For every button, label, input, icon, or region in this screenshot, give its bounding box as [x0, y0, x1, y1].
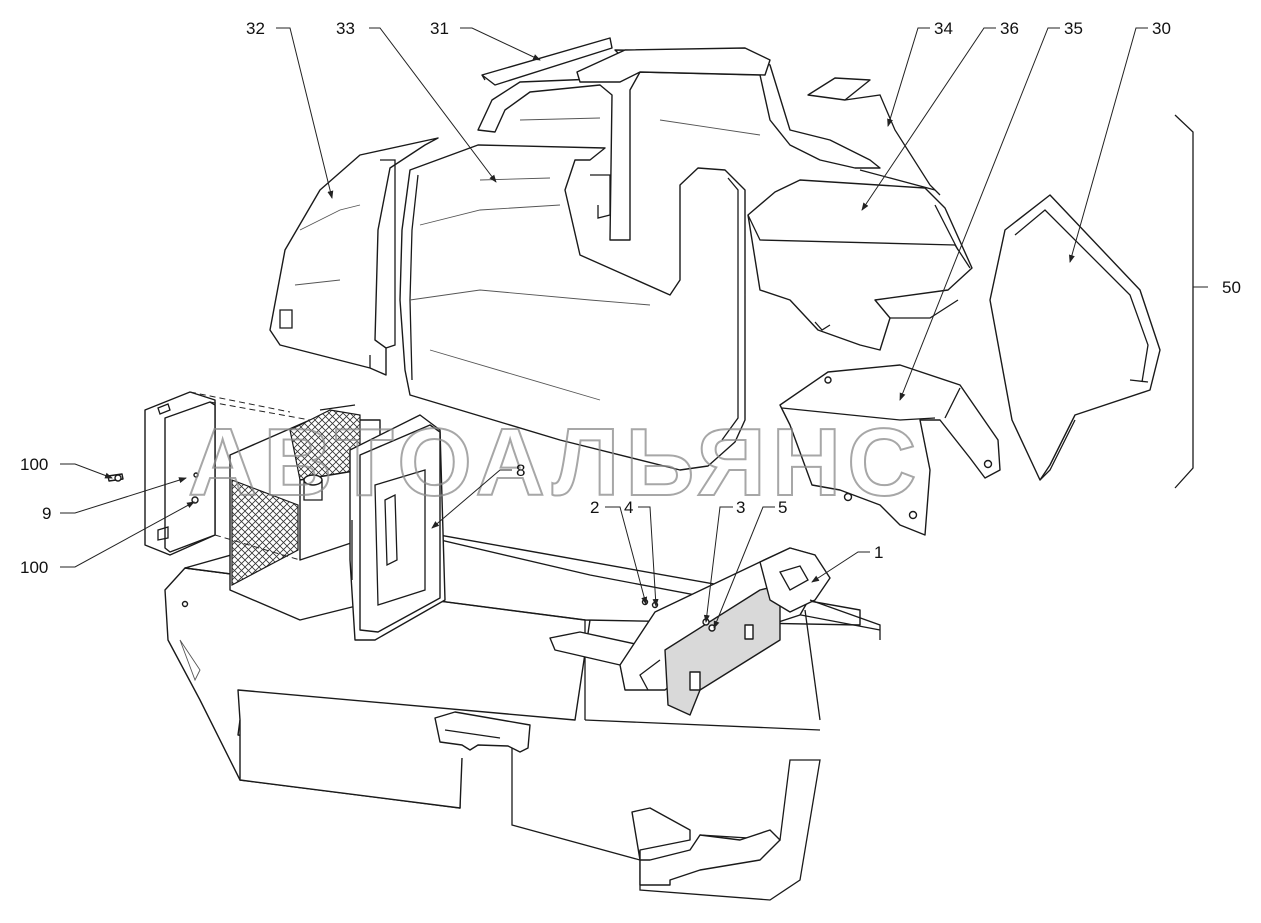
- label-3: 3: [736, 498, 745, 517]
- label-4: 4: [624, 498, 633, 517]
- label-35: 35: [1064, 19, 1083, 38]
- label-50: 50: [1222, 278, 1241, 297]
- label-9: 9: [42, 504, 51, 523]
- hood-panel-33: [399, 144, 746, 471]
- roof-plate-34: [807, 77, 941, 196]
- label-30: 30: [1152, 19, 1171, 38]
- label-34: 34: [934, 19, 953, 38]
- label-100-lower: 100: [20, 558, 48, 577]
- filter-cover-9: [144, 391, 311, 561]
- watermark-text: АВТОАЛЬЯНС: [188, 409, 922, 516]
- label-5: 5: [778, 498, 787, 517]
- side-panel-30: [989, 194, 1161, 481]
- label-1: 1: [874, 543, 883, 562]
- label-100-screw: 100: [20, 455, 48, 474]
- label-8: 8: [516, 461, 525, 480]
- callout-labels: 32 33 31 34 36 35 30 50 100 9 100 8 2 4 …: [20, 19, 1241, 577]
- group-bracket-50: [1174, 114, 1208, 489]
- support-frame-assembly: [549, 547, 881, 721]
- label-36: 36: [1000, 19, 1019, 38]
- rear-mount-bracket: [631, 807, 781, 886]
- side-panel-8: [349, 414, 446, 641]
- label-33: 33: [336, 19, 355, 38]
- rear-housing-36: [747, 179, 973, 351]
- leader-lines: [60, 27, 1148, 629]
- hood-panel-32: [269, 137, 439, 376]
- floor-mount-bracket: [434, 711, 531, 753]
- roof-plate-31: [481, 37, 613, 86]
- label-2: 2: [590, 498, 599, 517]
- label-31: 31: [430, 19, 449, 38]
- label-32: 32: [246, 19, 265, 38]
- roof-shroud: [477, 47, 936, 241]
- bracket-35: [779, 364, 1001, 536]
